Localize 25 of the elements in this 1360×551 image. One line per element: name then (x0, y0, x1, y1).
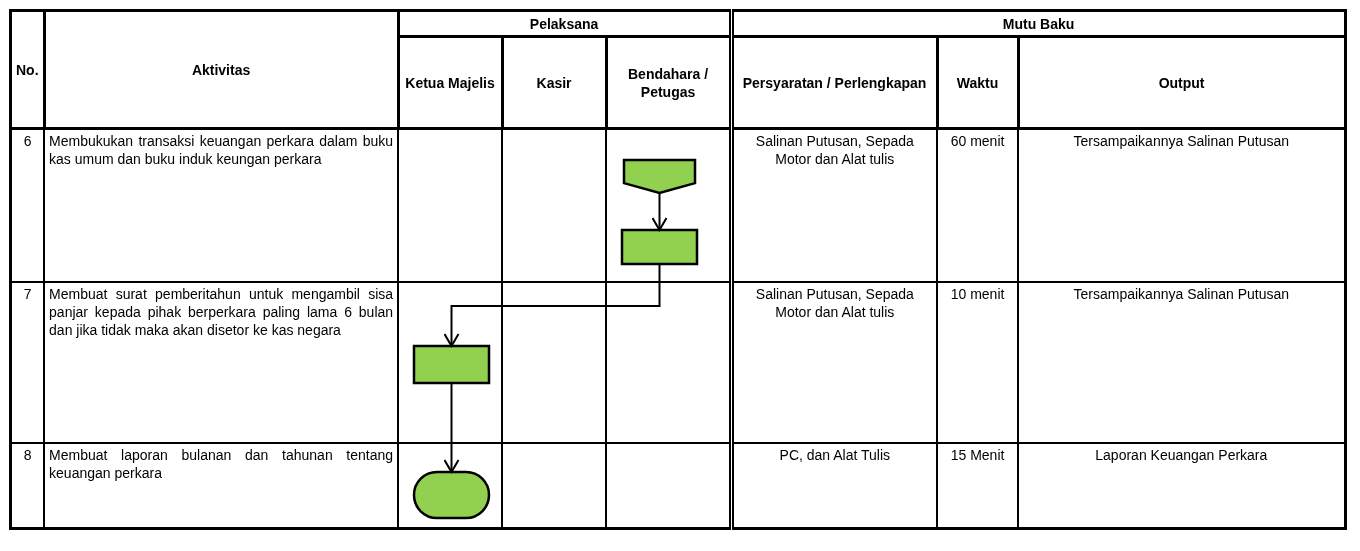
arrow (443, 382, 460, 473)
table-cell: 7 (10, 281, 45, 443)
process-box (622, 230, 697, 264)
offpage-connector (624, 160, 695, 193)
arrow (443, 263, 661, 347)
column-header: Output (1018, 36, 1346, 129)
table-cell: Membukukan transaksi keuangan perkara dalam buku kas umum dan buku induk keungan perkara (44, 128, 399, 282)
column-header: Aktivitas (44, 10, 399, 129)
table-cell: Membuat surat pemberitahun untuk mengambil sisa panjar kepada pihak berperkara paling lama 6 bulan dan jika tidak maka akan disetor ke kas negara (44, 281, 399, 443)
table-cell: 6 (10, 128, 45, 282)
column-header: Ketua Majelis (398, 36, 503, 129)
table-cell: 60 menit (937, 128, 1019, 282)
column-header: Mutu Baku (731, 10, 1346, 37)
column-header: Persyaratan / Perlengkapan (731, 36, 938, 129)
process-box (414, 346, 489, 383)
table-cell: 10 menit (937, 281, 1019, 443)
terminator-shape (414, 472, 489, 518)
table-cell: Salinan Putusan, Sepada Motor dan Alat tulis (731, 128, 938, 282)
table-cell: Salinan Putusan, Sepada Motor dan Alat tulis (731, 281, 938, 443)
column-header: No. (10, 10, 45, 129)
column-header: Kasir (502, 36, 607, 129)
column-header: Waktu (937, 36, 1019, 129)
table-cell: PC, dan Alat Tulis (731, 442, 938, 529)
column-header: Pelaksana (398, 10, 732, 37)
arrow (651, 192, 668, 231)
